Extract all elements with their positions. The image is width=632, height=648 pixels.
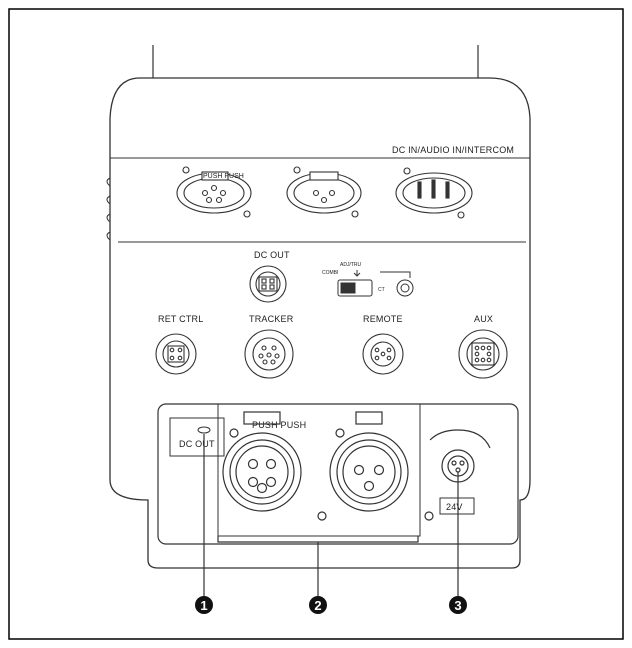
callout-2-leader <box>217 536 419 597</box>
label-dc-out-bottom: DC OUT <box>179 439 215 449</box>
remote-connector <box>362 333 404 375</box>
xlr-connector-bottom-2 <box>329 411 434 521</box>
aux-connector <box>458 329 508 379</box>
ret-ctrl-connector <box>155 333 197 375</box>
callout-1: 1 <box>195 596 213 614</box>
dc-in-connector <box>395 167 473 219</box>
svg-text:3: 3 <box>454 598 461 613</box>
label-aux: AUX <box>474 314 493 324</box>
label-push-bottom: PUSH PUSH <box>252 420 306 430</box>
label-ret-ctrl: RET CTRL <box>158 314 203 324</box>
xlr-connector-top-1 <box>176 166 252 218</box>
callout-3: 3 <box>449 596 467 614</box>
dc-out-indicator-box <box>169 417 225 457</box>
label-switch-right: CT <box>378 287 385 293</box>
label-remote: REMOTE <box>363 314 403 324</box>
mode-switch <box>337 270 373 297</box>
label-push-top: PUSH PUSH <box>203 173 244 180</box>
dc-out-connector <box>249 265 287 303</box>
label-switch-top: ADJ/TRU <box>340 262 362 268</box>
connector-24v <box>429 429 491 483</box>
label-dc-out: DC OUT <box>254 250 290 260</box>
earphone-jack <box>380 271 414 297</box>
xlr-connector-bottom-1 <box>222 411 327 521</box>
label-dc-in-audio-intercom: DC IN/AUDIO IN/INTERCOM <box>392 145 514 155</box>
xlr-group-bracket <box>217 403 421 537</box>
svg-text:2: 2 <box>314 598 321 613</box>
callout-2: 2 <box>309 596 327 614</box>
label-24v-box <box>439 497 475 515</box>
svg-text:1: 1 <box>200 598 207 613</box>
label-tracker: TRACKER <box>249 314 294 324</box>
label-switch-left: COMBI <box>322 270 338 276</box>
dc-out-indicator-lamp <box>197 426 211 434</box>
label-24v: 24V <box>446 502 463 512</box>
xlr-connector-top-2 <box>286 166 362 218</box>
tracker-connector <box>244 329 294 379</box>
side-ribs <box>106 177 111 241</box>
